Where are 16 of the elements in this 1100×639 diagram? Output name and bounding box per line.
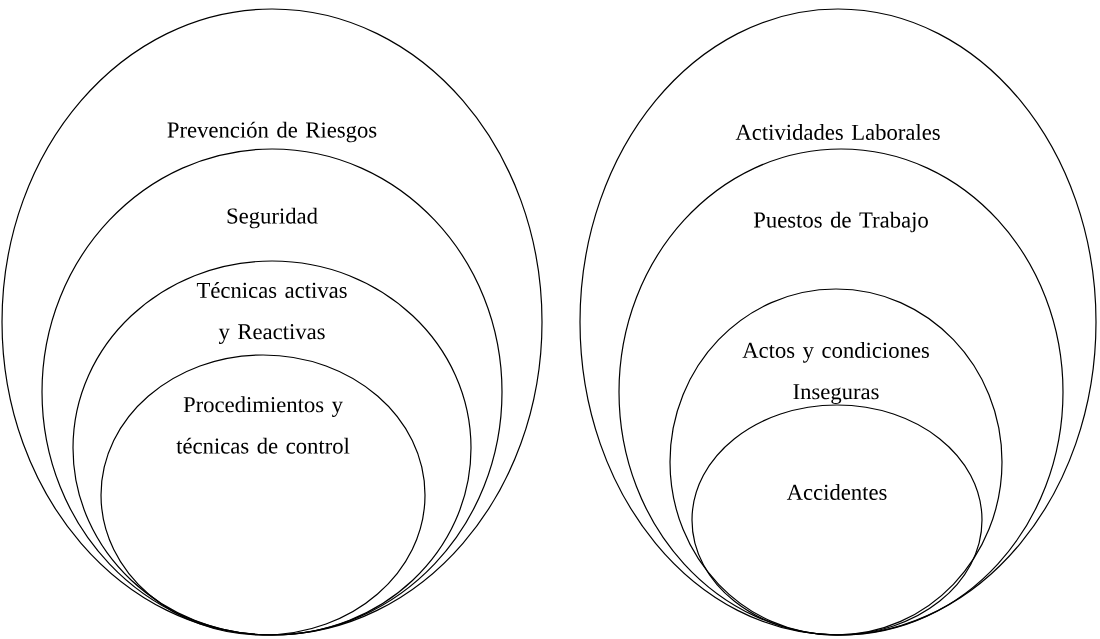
ellipse-label: Puestos de Trabajo — [753, 211, 928, 233]
ellipse-label: Procedimientos y técnicas de control — [176, 396, 350, 454]
ellipse-label: Accidentes — [786, 484, 887, 500]
ellipse — [100, 354, 426, 636]
ellipse-label: Prevención de Riesgos — [167, 121, 377, 143]
ellipse — [1, 8, 543, 636]
ellipse — [579, 8, 1097, 636]
ellipse — [41, 148, 503, 636]
ellipse-label: Técnicas activas y Reactivas — [196, 282, 347, 344]
ellipse — [669, 288, 1003, 636]
ellipse-label: Actividades Laborales — [735, 124, 940, 140]
ellipse — [691, 404, 983, 636]
ellipse — [72, 260, 472, 636]
ellipse-label: Seguridad — [227, 207, 318, 229]
ellipse — [618, 148, 1064, 636]
ellipse-label: Actos y condiciones Inseguras — [742, 342, 929, 404]
